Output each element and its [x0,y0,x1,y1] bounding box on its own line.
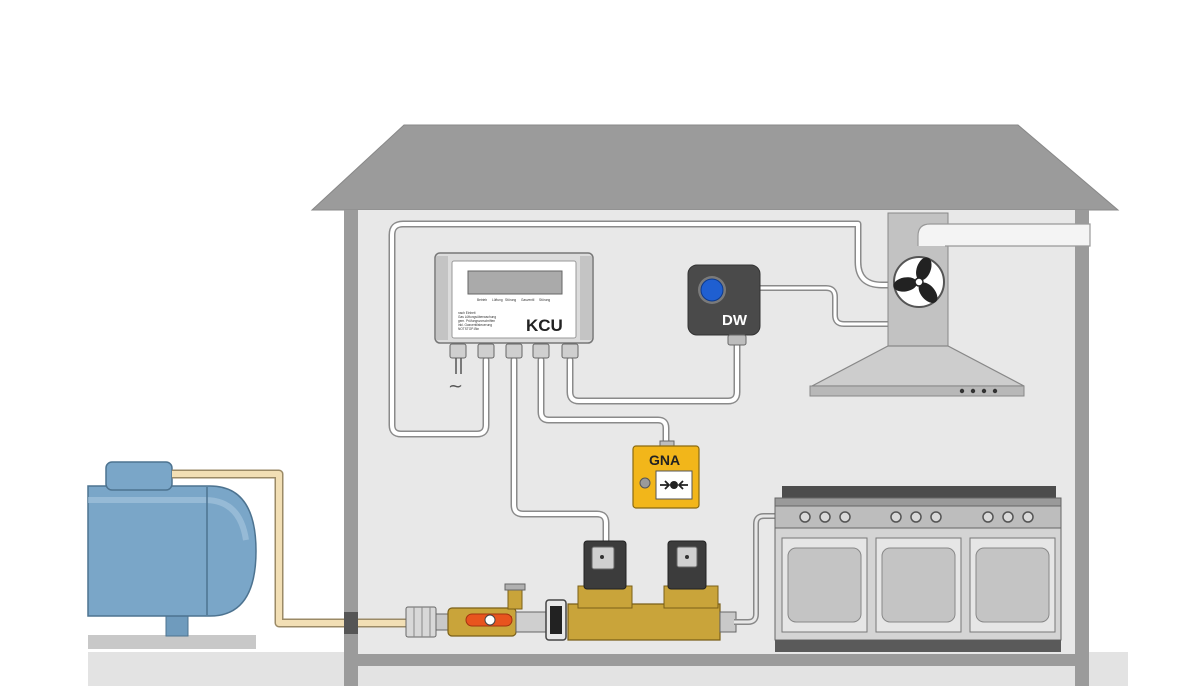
kcu-info-1: nach Einheit [458,311,476,315]
kcu-legend-2: Lüftung [492,298,503,302]
fan-icon [893,256,945,308]
kcu-label: KCU [526,316,563,335]
kcu-info-4: inkl. Gasventilsteuerung [458,323,492,327]
stove-base [775,640,1061,652]
dw-pressure-switch: DW [687,264,761,346]
extractor-hood [809,212,1091,397]
kcu-info-5: NOTSTOP-Btn [458,327,479,331]
gas-stove [774,486,1062,652]
kcu-status-legend: Betrieb Lüftung Störung Gasventil Störun… [477,298,550,302]
kcu-legend-3: Störung [505,298,516,302]
control-cables [388,220,921,624]
kcu-info-2: Gas Lüftungsüberwachung [458,315,496,319]
gas-solenoid-valve-body [567,603,721,641]
tank-base [88,635,256,649]
kcu-legend-1: Betrieb [477,298,487,302]
power-ac-icon: ~ [448,376,463,397]
gna-emergency-button: GNA [632,440,700,509]
stove-grates [782,486,1056,500]
gna-label: GNA [649,452,680,468]
exhaust-duct-outlet [917,223,1091,247]
tank-dome [105,461,173,491]
house-roof [310,124,1120,211]
house-floor [344,654,1089,666]
kcu-info-text: nach Einheit Gas Lüftungsüberwachung gem… [458,311,496,331]
kcu-display [467,270,563,295]
stove-oven-doors [781,537,1056,633]
kcu-cable-glands [449,343,579,359]
pipe-connector [405,606,437,638]
wall-pipe-sleeve [344,612,358,634]
kcu-legend-5: Störung [539,298,550,302]
stove-knobs [799,511,1034,523]
kcu-control-unit: Betrieb Lüftung Störung Gasventil Störun… [434,252,594,397]
gas-tank [87,461,257,649]
emergency-stop-icon [655,470,693,500]
kcu-legend-4: Gasventil [521,298,535,302]
kcu-info-3: gem. Prüfungsvorschriften [458,319,495,323]
dw-label: DW [722,312,748,329]
hood-control-dots [959,388,998,394]
tank-body [87,485,257,617]
house-wall-left [344,210,358,686]
house-wall-right [1075,210,1089,686]
hood-front [809,385,1025,397]
gas-valve-assembly [405,540,737,641]
